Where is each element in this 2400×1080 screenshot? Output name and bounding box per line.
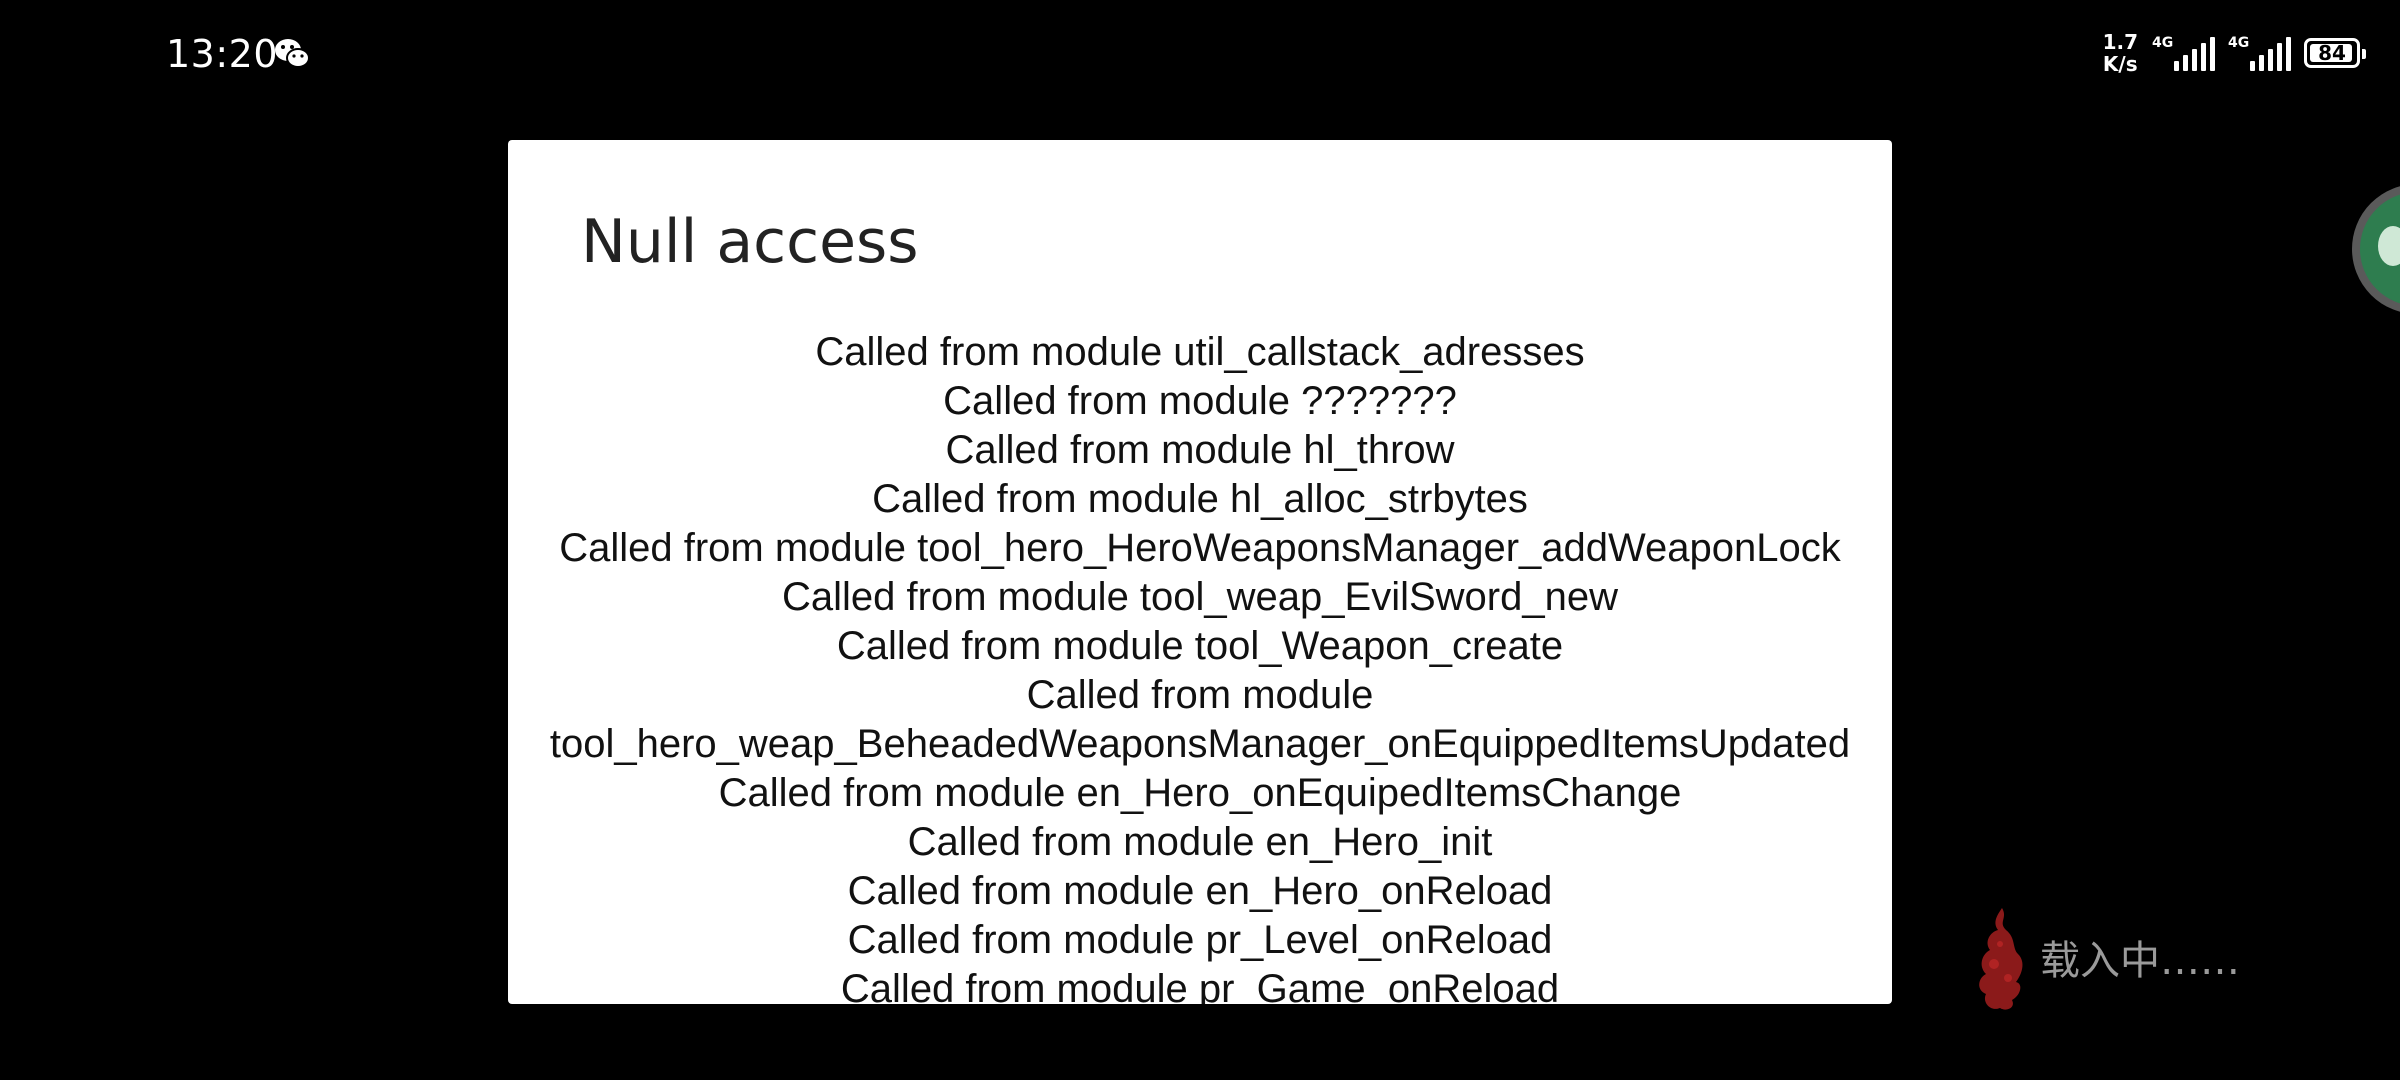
callstack-line: Called from module tool_weap_EvilSword_n… [782, 575, 1618, 619]
sim2-network-type: 4G [2228, 35, 2250, 51]
status-icons: 1.7 K/s 4G 4G 84 [2103, 30, 2366, 76]
dialog-title: Null access [581, 207, 919, 277]
network-speed-unit: K/s [2102, 52, 2138, 76]
callstack-line: Called from module tool_Weapon_create [836, 624, 1564, 668]
callstack-line: Called from module hl_throw [945, 428, 1455, 472]
dead-cells-flame-icon [1979, 908, 2023, 1010]
network-speed: 1.7 K/s [2103, 31, 2138, 75]
callstack-line: Called from module hl_alloc_strbytes [872, 477, 1528, 521]
callstack-line: Called from module pr_Level_onReload [847, 918, 1553, 962]
battery-icon: 84 [2304, 38, 2366, 68]
callstack-line: Called from module pr_Game_onReload [840, 967, 1560, 1004]
network-speed-value: 1.7 [2102, 30, 2138, 54]
callstack-text: Called from module util_callstack_adress… [508, 328, 1892, 1004]
loading-indicator: 载入中…… [1972, 904, 2240, 1014]
callstack-line: Called from module tool_hero_HeroWeapons… [559, 526, 1841, 570]
battery-level: 84 [2318, 41, 2346, 65]
signal-icon: 4G [2152, 33, 2215, 73]
status-time: 13:20 [166, 32, 279, 76]
callstack-line: Called from module util_callstack_adress… [815, 330, 1585, 374]
callstack-line: Called from module en_Hero_init [907, 820, 1493, 864]
error-dialog: Null access Called from module util_call… [508, 140, 1892, 1004]
callstack-line: Called from module ??????? [943, 379, 1457, 423]
callstack-line: tool_hero_weap_BeheadedWeaponsManager_on… [549, 722, 1851, 766]
sim1-network-type: 4G [2152, 35, 2174, 51]
wechat-icon [275, 39, 310, 68]
loading-text: 载入中…… [2040, 938, 2240, 984]
callstack-line: Called from module en_Hero_onReload [847, 869, 1553, 913]
callstack-line: Called from module [1026, 673, 1374, 717]
signal-icon: 4G [2228, 33, 2291, 73]
callstack-line: Called from module en_Hero_onEquipedItem… [718, 771, 1682, 815]
floating-chat-bubble-icon[interactable] [2352, 184, 2400, 314]
